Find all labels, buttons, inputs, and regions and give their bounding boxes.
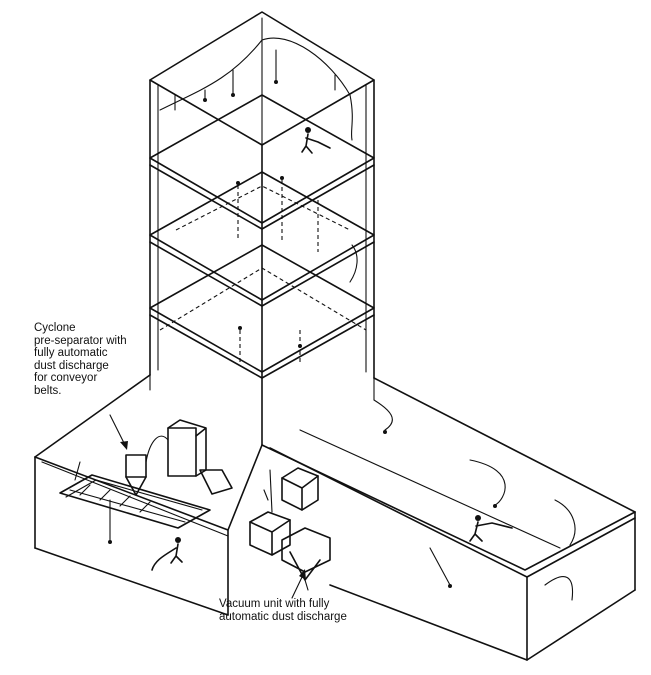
conveyor-belt (59, 474, 211, 529)
cyclone-label: Cyclone pre-separator with fully automat… (34, 322, 127, 397)
right-wing (261, 377, 636, 661)
vacuum-unit-label: Vacuum unit with fully automatic dust di… (219, 598, 347, 623)
vacuum-leader-arrow (291, 569, 306, 599)
worker-with-hose-icon (301, 127, 331, 154)
vacuum-unit-icon (249, 467, 331, 591)
cyclone-leader-arrow (109, 414, 128, 450)
cyclone-separator-icon (125, 419, 233, 496)
worker-with-hose-icon (151, 537, 183, 571)
left-wing (34, 374, 263, 616)
worker-with-hose-icon (469, 515, 513, 542)
tower (149, 11, 375, 446)
